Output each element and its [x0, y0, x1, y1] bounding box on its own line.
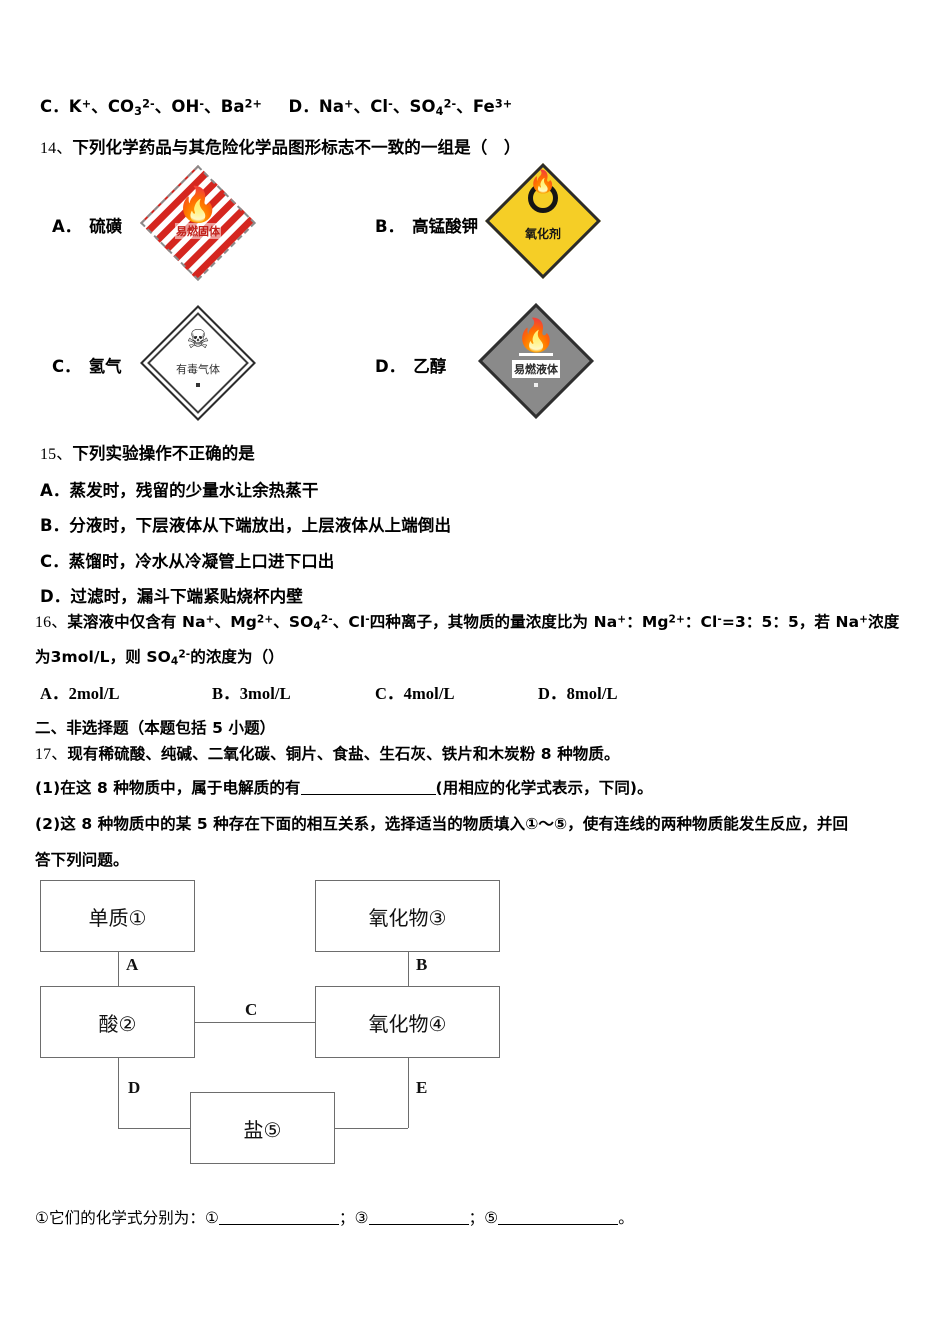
q17-sub1-mid2: ；⑤ [468, 1209, 499, 1227]
q16-number: 16、 [35, 614, 68, 631]
connection-e-vline [408, 1058, 409, 1128]
flammable-liquid-icon: 🔥 易燃液体 [478, 303, 594, 419]
q15-option-b[interactable]: B．分液时，下层液体从下端放出，上层液体从上端倒出 [40, 516, 452, 535]
q16-option-d[interactable]: D．8mol/L [538, 684, 618, 703]
q17-part2-line1: (2)这 8 种物质中的某 5 种存在下面的相互关系，选择适当的物质填入①～⑤，… [35, 815, 849, 833]
q17-part1: (1)在这 8 种物质中，属于电解质的有 (用相应的化学式表示，下同)。 [35, 776, 653, 798]
q17-part2-line2: 答下列问题。 [35, 851, 129, 869]
connection-c-label: C [245, 1000, 258, 1019]
q16-stem-line2: 为3mol/L，则 SO42-的浓度为（） [35, 648, 284, 668]
q14-number: 14、 [40, 140, 73, 157]
q15-option-c[interactable]: C．蒸馏时，冷水从冷凝管上口进下口出 [40, 552, 335, 571]
q17-sub1-end: 。 [618, 1209, 634, 1227]
q17-part1-post: (用相应的化学式表示，下同)。 [435, 779, 653, 797]
q17-stem: 现有稀硫酸、纯碱、二氧化碳、铜片、食盐、生石灰、铁片和木炭粉 8 种物质。 [67, 745, 620, 763]
q15-stem: 下列实验操作不正确的是 [72, 444, 255, 463]
toxic-gas-icon: ☠ 有毒气体 [140, 305, 256, 421]
q13-option-d: D．Na+、Cl-、SO42-、Fe3+ [288, 97, 513, 118]
flammable-solid-icon: 🔥 易燃固体 [140, 165, 256, 281]
q14-option-b-label: B．高锰酸钾 [375, 217, 479, 236]
connection-a-line [118, 952, 119, 986]
section-2-heading: 二、非选择题（本题包括 5 小题） [35, 719, 276, 737]
q14-option-a[interactable]: A．硫磺 🔥 易燃固体 [40, 165, 340, 285]
q17-part1-blank[interactable] [300, 794, 436, 795]
diagram-box-oxide-3[interactable]: 氧化物③ [315, 880, 500, 952]
q15-number: 15、 [40, 446, 73, 463]
q16-option-b[interactable]: B．3mol/L [212, 684, 291, 703]
q15-stem-row: 15、下列实验操作不正确的是 [40, 440, 255, 464]
q17-sub1-blank-1[interactable] [219, 1224, 339, 1225]
q17-number: 17、 [35, 746, 68, 763]
diagram-box-oxide-4[interactable]: 氧化物④ [315, 986, 500, 1058]
connection-d-label: D [128, 1078, 141, 1097]
q16-option-c[interactable]: C．4mol/L [375, 684, 455, 703]
connection-b-line [408, 952, 409, 986]
q14-option-d-label: D．乙醇 [375, 357, 447, 376]
q17-sub1: ①它们的化学式分别为：① ；③ ；⑤ 。 [35, 1206, 634, 1228]
q17-part1-pre: (1)在这 8 种物质中，属于电解质的有 [35, 779, 301, 797]
q17-sub1-pre: ①它们的化学式分别为：① [35, 1209, 219, 1227]
connection-a-label: A [126, 955, 139, 974]
connection-d-hline [118, 1128, 190, 1129]
q15-option-d[interactable]: D．过滤时，漏斗下端紧贴烧杯内壁 [40, 587, 303, 606]
diagram-box-acid-2[interactable]: 酸② [40, 986, 195, 1058]
q13-option-c: C．K+、CO32-、OH-、Ba2+ D．Na+、Cl-、SO42-、Fe3+ [40, 97, 513, 118]
connection-e-label: E [416, 1078, 428, 1097]
oxidizer-icon: 🔥 氧化剂 [485, 163, 601, 279]
q14-option-c[interactable]: C．氢气 ☠ 有毒气体 [40, 305, 340, 430]
q14-option-a-label: A．硫磺 [52, 217, 123, 236]
q15-option-a[interactable]: A．蒸发时，残留的少量水让余热蒸干 [40, 481, 319, 500]
q17-sub1-blank-5[interactable] [498, 1224, 619, 1225]
q14-option-d[interactable]: D．乙醇 🔥 易燃液体 [370, 303, 670, 433]
q17-sub1-blank-3[interactable] [368, 1224, 469, 1225]
diagram-box-salt-5[interactable]: 盐⑤ [190, 1092, 335, 1164]
q17-sub1-mid1: ；③ [339, 1209, 369, 1227]
connection-e-hline [335, 1128, 408, 1129]
q17-stem-row: 17、现有稀硫酸、纯碱、二氧化碳、铜片、食盐、生石灰、铁片和木炭粉 8 种物质。 [35, 740, 620, 764]
q16-stem-row-1: 16、某溶液中仅含有 Na+、Mg2+、SO42-、Cl-四种离子，其物质的量浓… [35, 608, 899, 633]
connection-b-label: B [416, 955, 428, 974]
q14-option-b[interactable]: B．高锰酸钾 🔥 氧化剂 [370, 163, 670, 288]
connection-d-vline [118, 1058, 119, 1128]
q14-stem-row: 14、下列化学药品与其危险化学品图形标志不一致的一组是（ ） [40, 134, 521, 158]
q14-option-c-label: C．氢气 [52, 357, 122, 376]
connection-c-line [195, 1022, 315, 1023]
diagram-box-element-1[interactable]: 单质① [40, 880, 195, 952]
q16-stem-line1: 某溶液中仅含有 Na+、Mg2+、SO42-、Cl-四种离子，其物质的量浓度比为… [67, 613, 900, 633]
q14-stem: 下列化学药品与其危险化学品图形标志不一致的一组是（ ） [72, 138, 521, 157]
q16-option-a[interactable]: A．2mol/L [40, 684, 120, 703]
substance-relation-diagram: 单质① 氧化物③ 酸② 氧化物④ 盐⑤ A B C D E [40, 880, 530, 1170]
